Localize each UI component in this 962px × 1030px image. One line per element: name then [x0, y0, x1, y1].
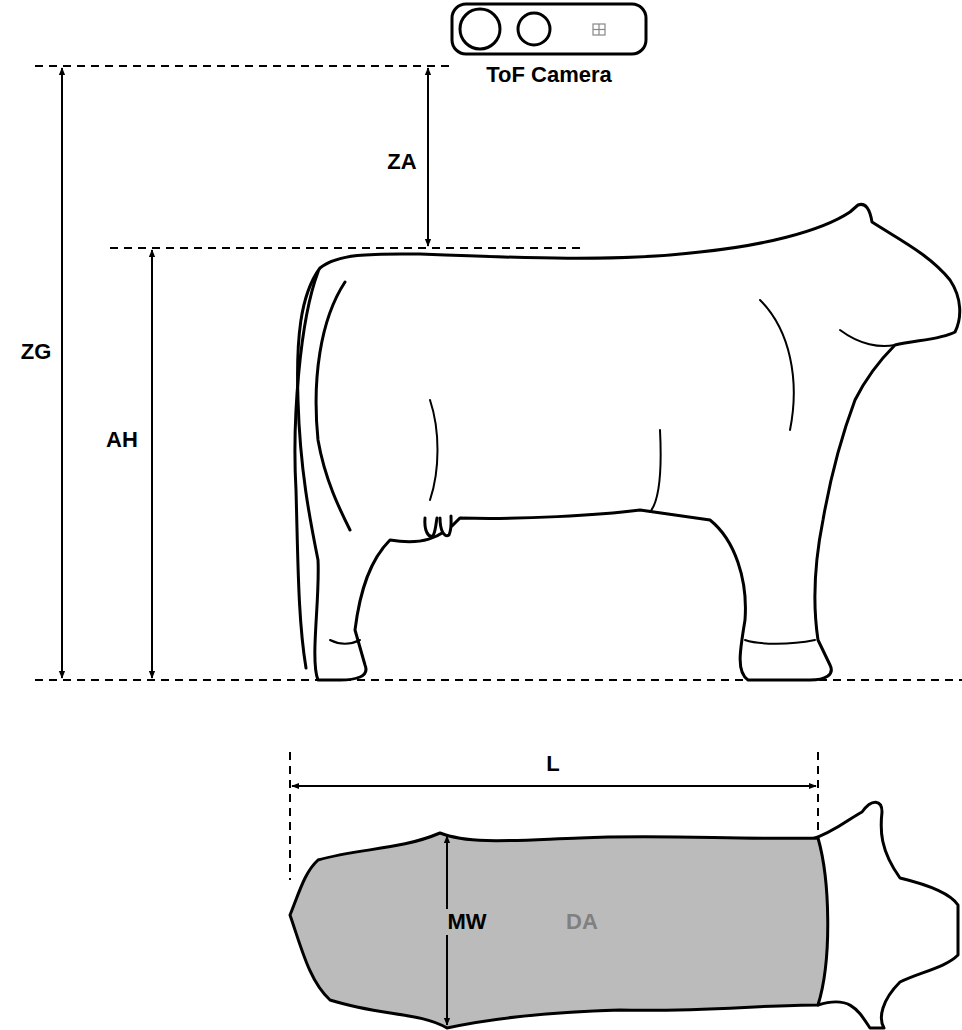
dimension-label: ZA: [384, 149, 419, 175]
reference-lines: [35, 66, 962, 880]
cow-top-view: [290, 802, 958, 1028]
dimension-label: ZG: [18, 339, 55, 365]
area-label: DA: [563, 909, 601, 935]
camera-label: ToF Camera: [486, 62, 612, 88]
camera-outline: [440, 0, 680, 112]
dimension-label: AH: [103, 427, 141, 453]
dimension-label: L: [543, 751, 562, 777]
dimension-label: MW: [444, 909, 489, 935]
camera-device: ToF Camera: [440, 0, 680, 112]
cow-side-view: [295, 204, 960, 680]
